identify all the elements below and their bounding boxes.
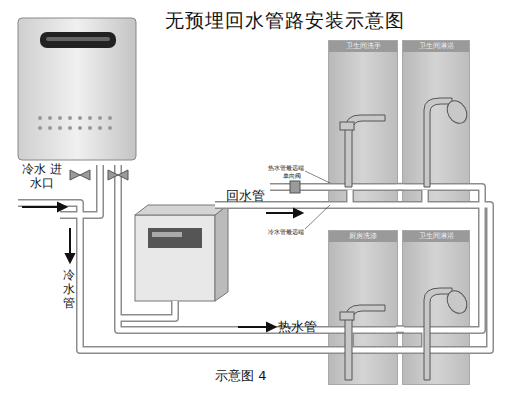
valve-label: 单向阀 (283, 172, 301, 180)
heater-vents (38, 116, 112, 130)
diagram-caption: 示意图 4 (215, 367, 266, 385)
diagram-title: 无预埋回水管路安装示意图 (165, 8, 405, 34)
pipe-connector (396, 329, 404, 330)
note-label: 冷水管最远端 (268, 228, 304, 236)
pipe-label: 冷水管 (63, 268, 77, 310)
pipe-label: 回水管 (226, 188, 265, 203)
pump-top (135, 205, 228, 215)
pipe-label: 热水管 (278, 319, 317, 334)
fixture-panel: 卫生间洗手 (328, 40, 398, 205)
panel-title: 卫生间淋浴 (403, 231, 469, 242)
panel-title: 卫生间淋浴 (403, 41, 469, 52)
leader-lines (305, 171, 330, 229)
pump-panel (148, 228, 202, 248)
flow-arrows (22, 203, 302, 331)
pump-side (215, 205, 228, 301)
heater-display (40, 32, 116, 48)
panel-title: 厨房洗涤 (329, 231, 397, 242)
water-heater (18, 18, 136, 160)
panel-title: 卫生间洗手 (329, 41, 397, 52)
note-label: 热水管最远端 (268, 164, 304, 172)
inlet-label: 冷水 进水口 (20, 162, 64, 190)
heater-display-light (46, 37, 110, 41)
valves (70, 170, 300, 193)
circulation-pump (135, 215, 215, 301)
pipe-connector (396, 186, 404, 187)
pump-display (152, 232, 182, 237)
